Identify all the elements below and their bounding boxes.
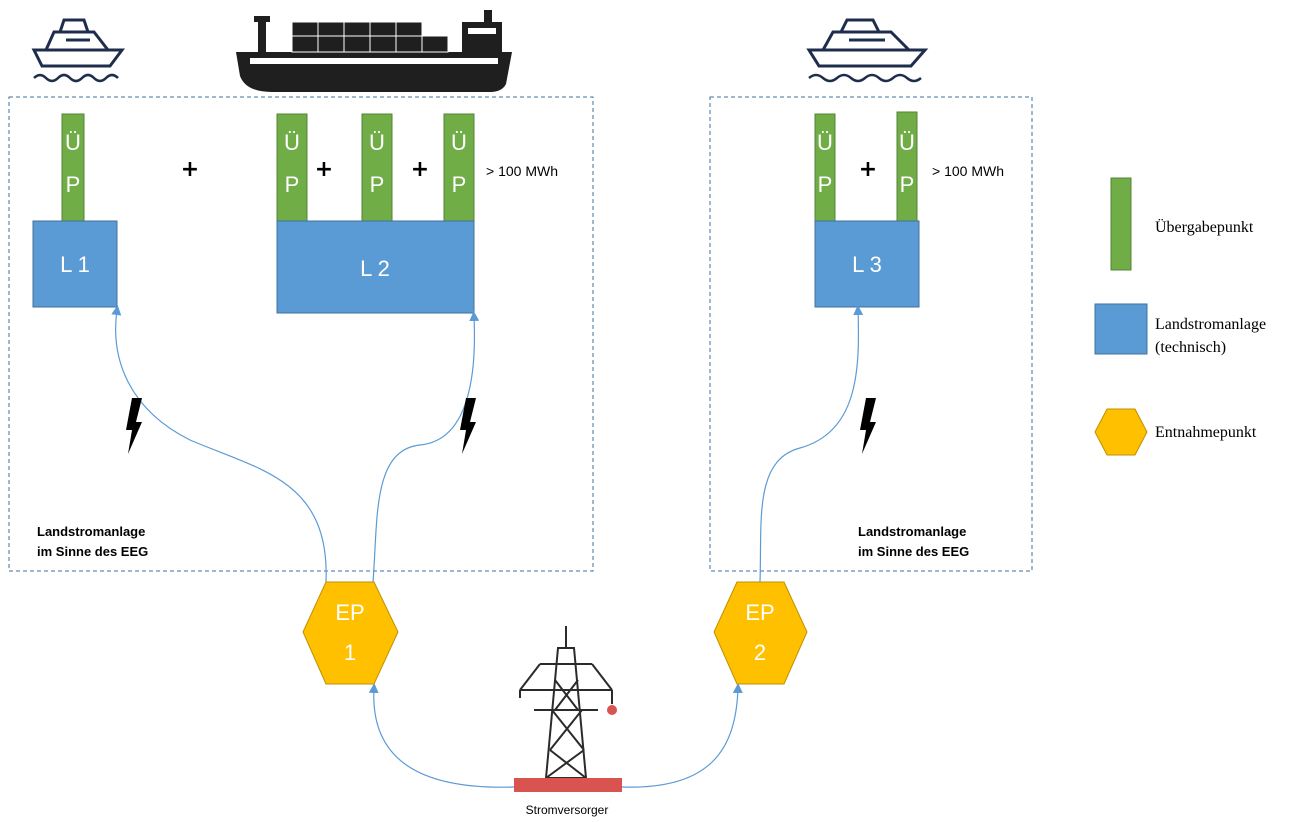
anlage-l3: L 3 — [814, 220, 920, 308]
threshold-label-right: > 100 MWh — [932, 163, 1004, 179]
eeg-label-left-line2: im Sinne des EEG — [37, 544, 148, 559]
legend-label-anlage-line2: (technisch) — [1155, 339, 1226, 356]
eeg-area-left — [8, 96, 594, 572]
ep2-line2: 2 — [754, 640, 766, 665]
up-letter-bottom: P — [285, 172, 300, 197]
up-letter-bottom: P — [66, 172, 81, 197]
plus-sign: + — [411, 157, 429, 182]
uebergabepunkt-l3-b: Ü P — [896, 111, 918, 222]
connection-supplier-ep2 — [621, 683, 743, 788]
legend-label-uebergabepunkt: Übergabepunkt — [1155, 218, 1254, 236]
ep2-line1: EP — [745, 600, 774, 625]
ep1-line1: EP — [335, 600, 364, 625]
eeg-label-right-line1: Landstromanlage — [858, 524, 966, 539]
up-letter-top: Ü — [65, 130, 81, 155]
cruise-ship-icon — [806, 18, 929, 83]
threshold-label-left: > 100 MWh — [486, 163, 558, 179]
eeg-area-right — [709, 96, 1033, 572]
ep1-line2: 1 — [344, 640, 356, 665]
lightning-icon — [460, 398, 476, 454]
connection-supplier-ep1 — [368, 683, 515, 788]
anlage-l3-label: L 3 — [852, 252, 882, 277]
up-letter-top: Ü — [284, 130, 300, 155]
uebergabepunkt-l2-b: Ü P — [361, 113, 393, 222]
lightning-icon — [860, 398, 876, 454]
up-letter-bottom: P — [900, 172, 915, 197]
plus-sign: + — [181, 157, 199, 182]
up-letter-top: Ü — [817, 130, 833, 155]
plus-sign: + — [315, 157, 333, 182]
lightning-icon — [126, 398, 142, 454]
anlage-l2-label: L 2 — [360, 256, 390, 281]
legend-label-entnahme: Entnahmepunkt — [1155, 424, 1257, 441]
up-letter-bottom: P — [818, 172, 833, 197]
up-letter-bottom: P — [452, 172, 467, 197]
uebergabepunkt-l1: Ü P — [61, 113, 85, 222]
entnahmepunkt-ep2: EP 2 — [713, 581, 808, 685]
power-pylon-icon — [519, 626, 617, 779]
container-ship-icon — [236, 10, 512, 92]
legend: Übergabepunkt Landstromanlage (technisch… — [1094, 177, 1266, 456]
legend-swatch-uebergabepunkt — [1110, 177, 1132, 271]
connection-ep2-l3 — [759, 305, 864, 583]
eeg-label-left-line1: Landstromanlage — [37, 524, 145, 539]
plus-sign: + — [859, 157, 877, 182]
up-letter-top: Ü — [451, 130, 467, 155]
connection-ep1-l1 — [111, 305, 327, 583]
eeg-label-right-line2: im Sinne des EEG — [858, 544, 969, 559]
uebergabepunkt-l2-a: Ü P — [276, 113, 308, 222]
anlage-l2: L 2 — [276, 220, 475, 314]
up-letter-top: Ü — [369, 130, 385, 155]
uebergabepunkt-l3-a: Ü P — [814, 113, 836, 222]
legend-swatch-anlage — [1094, 303, 1148, 355]
up-letter-top: Ü — [899, 130, 915, 155]
anlage-l1-label: L 1 — [60, 252, 90, 277]
ground-base — [514, 778, 622, 792]
entnahmepunkt-ep1: EP 1 — [302, 581, 399, 685]
up-letter-bottom: P — [370, 172, 385, 197]
connection-ep1-l2 — [372, 311, 480, 583]
uebergabepunkt-l2-c: Ü P — [443, 113, 475, 222]
supplier-label: Stromversorger — [526, 803, 609, 817]
legend-label-anlage-line1: Landstromanlage — [1155, 316, 1266, 333]
anlage-l1: L 1 — [32, 220, 118, 308]
cruise-ship-icon — [31, 18, 125, 83]
legend-swatch-entnahme — [1094, 408, 1148, 456]
